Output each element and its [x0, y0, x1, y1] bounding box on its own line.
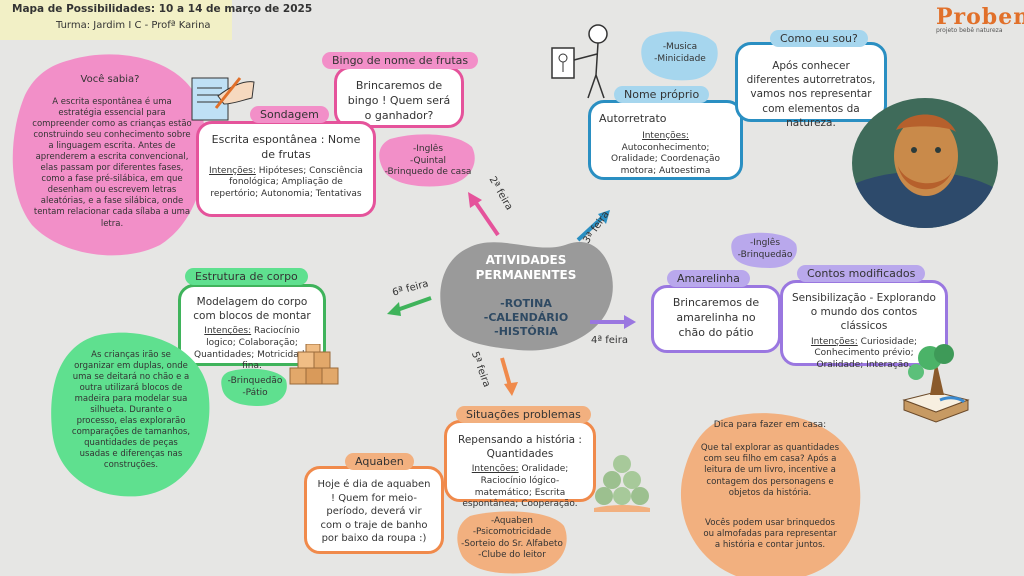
- arrow-segunda: [468, 192, 500, 237]
- amarelinha-card: Brincaremos de amarelinha no chão do pát…: [651, 285, 781, 353]
- como-eu-sou-card: Após conhecer diferentes autorretratos, …: [735, 42, 887, 129]
- quinta-extra-4: -Clube do leitor: [478, 550, 546, 561]
- center-items: -ROTINA -CALENDÁRIO -HISTÓRIA: [470, 297, 582, 338]
- estrutura-intencoes: Raciocínio logico; Colaboração; Quantida…: [193, 326, 311, 372]
- dica-text-1: Que tal explorar as quantidades com seu …: [700, 443, 840, 498]
- como-eu-sou-tag: Como eu sou?: [770, 30, 868, 47]
- arrow-quinta: [500, 357, 518, 396]
- logo-text: Proben: [936, 4, 1024, 30]
- situacoes-intencoes: Oralidade; Raciocínio lógico-matemático;…: [462, 464, 578, 510]
- arrow-terca: [576, 210, 610, 242]
- wooden-blocks-icon: [289, 344, 339, 385]
- portrait-photo-icon: [852, 98, 998, 228]
- page-subtitle: Turma: Jardim I C - Profª Karina: [56, 20, 211, 31]
- storybook-icon: [902, 344, 970, 423]
- contos-tag: Contos modificados: [797, 265, 926, 282]
- voce-sabia-blob-shape: [12, 54, 206, 256]
- center-item-historia: -HISTÓRIA: [494, 324, 558, 338]
- criancas-text: As crianças irão se organizar em duplas,…: [71, 350, 191, 471]
- sondagem-intencoes-label: Intenções:: [209, 165, 256, 176]
- quarta-extra-1: -Inglês: [749, 238, 781, 248]
- sondagem-card: Escrita espontânea : Nome de frutas Inte…: [196, 121, 376, 217]
- terca-extras-list: -Inglês -Quintal -Brinquedo de casa: [383, 144, 473, 179]
- contos-intencoes: Curiosidade; Conhecimento prévio; Oralid…: [814, 336, 918, 370]
- logo-tagline: projeto bebê natureza: [936, 27, 1003, 34]
- dica-blob-shape: [680, 413, 861, 576]
- center-item-rotina: -ROTINA: [500, 297, 552, 310]
- quarta-extras-blob: [731, 232, 797, 268]
- quinta-extras-list: -Aquaben -Psicomotricidade -Sorteio do S…: [452, 516, 572, 562]
- contos-title: Sensibilização - Explorando o mundo dos …: [792, 292, 936, 333]
- sexta-extras-blob: [221, 368, 287, 406]
- arrow-sexta: [387, 296, 432, 316]
- criancas-blob-shape: [51, 332, 210, 497]
- music-extra-2: -Minicidade: [654, 53, 706, 64]
- center-blob: [440, 241, 613, 351]
- situacoes-title: Repensando a história : Quantidades: [458, 434, 582, 461]
- sexta-extra-1: -Brinquedão: [227, 376, 283, 386]
- logo: Proben projeto bebê natureza: [936, 4, 1024, 34]
- situacoes-tag: Situações problemas: [456, 406, 591, 423]
- aquaben-text: Hoje é dia de aquaben ! Quem for meio-pe…: [317, 479, 431, 544]
- quinta-extras-blob: [457, 511, 567, 574]
- page-title: Mapa de Possibilidades: 10 a 14 de março…: [12, 3, 313, 15]
- dica-title: Dica para fazer em casa:: [713, 420, 827, 430]
- sexta-extra-2: -Pátio: [242, 387, 268, 398]
- arrow-quarta: [590, 315, 636, 329]
- amarelinha-tag: Amarelinha: [667, 270, 750, 287]
- estrutura-intencoes-label: Intenções:: [204, 326, 252, 337]
- bingo-card: Brincaremos de bingo ! Quem será o ganha…: [334, 66, 464, 128]
- situacoes-intencoes-label: Intenções:: [471, 464, 519, 475]
- sondagem-title: Escrita espontânea : Nome de frutas: [211, 133, 361, 161]
- voce-sabia-text: A escrita espontânea é uma estratégia es…: [32, 97, 192, 229]
- dica-text-2: Vocês podem usar brinquedos ou almofadas…: [703, 518, 837, 551]
- sexta-extras-list: -Brinquedão -Pátio: [222, 376, 288, 399]
- nome-proprio-card: Autorretrato Intenções: Autoconhecimento…: [588, 100, 743, 180]
- quarta-extras-list: -Inglês -Brinquedão: [733, 238, 797, 261]
- estrutura-tag: Estrutura de corpo: [185, 268, 308, 285]
- quinta-extra-1: -Aquaben: [491, 516, 533, 526]
- music-extras-list: -Musica -Minicidade: [645, 42, 715, 65]
- quarta-extra-2: -Brinquedão: [737, 249, 793, 260]
- bingo-text: Brincaremos de bingo ! Quem será o ganha…: [347, 79, 451, 122]
- green-balls-icon: [594, 455, 650, 512]
- voce-sabia-title: Você sabia?: [80, 74, 140, 85]
- estrutura-title: Modelagem do corpo com blocos de montar: [193, 296, 311, 323]
- quinta-extra-2: -Psicomotricidade: [472, 527, 552, 538]
- terca-extra-1: -Inglês: [412, 144, 444, 154]
- aquaben-card: Hoje é dia de aquaben ! Quem for meio-pe…: [304, 466, 444, 554]
- music-extras-blob: [641, 31, 718, 81]
- header-box: [0, 0, 232, 40]
- terca-extra-3: -Brinquedo de casa: [384, 167, 472, 178]
- writing-hand-icon: [191, 77, 255, 121]
- contos-intencoes-label: Intenções:: [810, 336, 858, 347]
- center-item-calendario: -CALENDÁRIO: [483, 310, 569, 324]
- aquaben-tag: Aquaben: [345, 453, 414, 470]
- terca-extras-blob: [379, 134, 475, 187]
- stick-figure-painter-icon: [551, 24, 608, 99]
- situacoes-card: Repensando a história : Quantidades Inte…: [444, 420, 596, 509]
- sondagem-intencoes: Hipóteses; Consciência fonológica; Ampli…: [210, 165, 363, 200]
- quinta-extra-3: -Sorteio do Sr. Alfabeto: [461, 538, 563, 549]
- amarelinha-text: Brincaremos de amarelinha no chão do pát…: [672, 296, 760, 339]
- como-eu-sou-text: Após conhecer diferentes autorretratos, …: [746, 60, 876, 129]
- bingo-tag: Bingo de nome de frutas: [322, 52, 479, 69]
- nome-proprio-title: Autorretrato: [599, 112, 667, 125]
- music-extra-1: -Musica: [662, 42, 698, 52]
- sondagem-tag: Sondagem: [250, 106, 329, 123]
- label-quarta: 4ª feira: [591, 335, 628, 346]
- label-quinta: 5ª feira: [468, 350, 492, 389]
- nome-proprio-intencoes: Autoconhecimento; Oralidade; Coordenação…: [611, 142, 720, 176]
- nome-proprio-intencoes-label: Intenções:: [642, 130, 689, 141]
- terca-extra-2: -Quintal: [409, 155, 447, 166]
- center-title: ATIVIDADES PERMANENTES: [475, 253, 577, 282]
- nome-proprio-tag: Nome próprio: [614, 86, 710, 103]
